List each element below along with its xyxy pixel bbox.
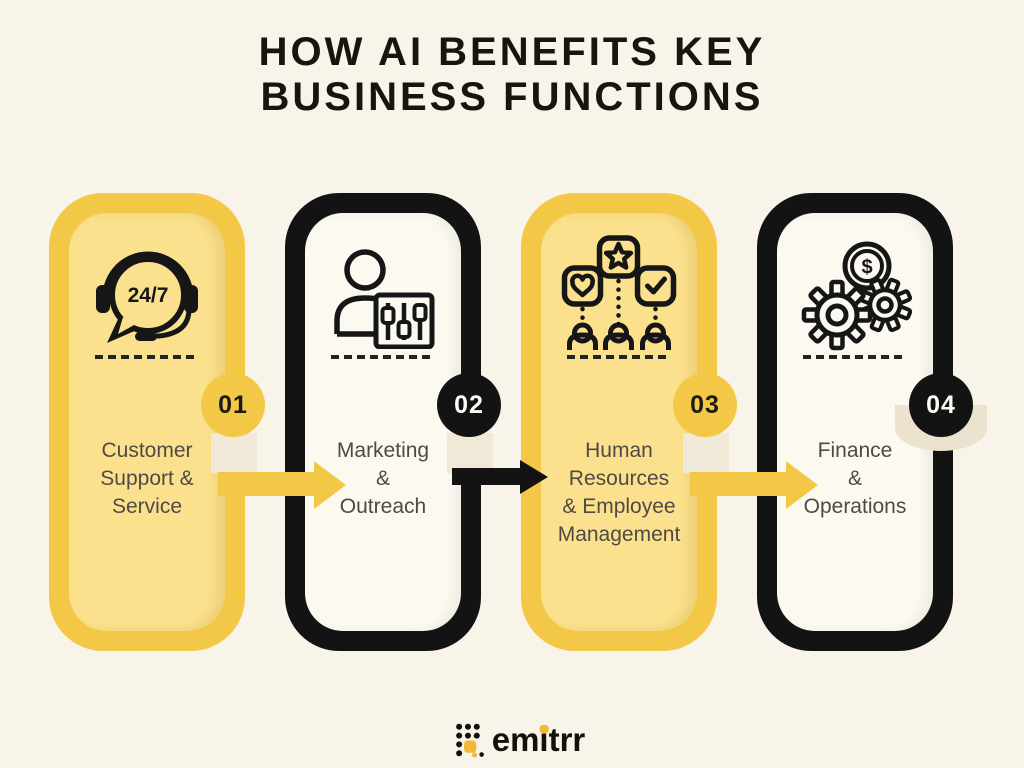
page-title: HOW AI BENEFITS KEY BUSINESS FUNCTIONS [0,30,1024,120]
dollar-sign-label: $ [861,257,872,279]
page-title-line-1: HOW AI BENEFITS KEY [258,30,766,74]
arrow-shape [452,460,548,494]
step-number-badge: 01 [201,373,265,437]
step-number-badge: 03 [673,373,737,437]
step-label: Marketing & Outreach [336,439,430,518]
step-card-inner: Human Resources & Employee Management [541,213,697,631]
logo-letter-i: i [539,721,549,758]
hr-people-ratings-icon [561,235,677,350]
headset-24-7-label: 24/7 [128,284,169,307]
arrow-shape [690,461,818,509]
emitrr-logo-text: emitrr [491,721,586,758]
emitrr-logo-mark [456,723,484,758]
step-card-inner: Marketing & Outreach [305,213,461,631]
step-card-customer-support: 24/7 Customer Support & Service 01 [49,193,265,651]
arrow-shape [218,461,346,509]
dashed-divider [567,355,671,359]
emitrr-logo: emitrr [455,721,586,758]
step-card-inner: 24/7 Customer Support & Service [69,213,225,631]
step-card-human-resources: Human Resources & Employee Management 03 [521,193,737,651]
connector-arrow-3-4 [690,458,818,510]
border-notch [447,433,493,473]
finance-coin-gears-icon: $ [795,239,915,354]
dashed-divider [331,355,435,359]
step-number-badge: 02 [437,373,501,437]
headset-24-7-icon: 24/7 [91,243,203,349]
connector-arrow-1-2 [218,458,346,510]
step-card-marketing: Marketing & Outreach 02 [285,193,501,651]
step-label: Human Resources & Employee Management [557,439,681,546]
marketing-audience-sliders-icon [328,245,438,349]
page-title-line-2: BUSINESS FUNCTIONS [260,75,764,120]
step-label: Finance & Operations [803,439,907,518]
connector-arrow-2-3 [452,458,548,498]
dashed-divider [803,355,907,359]
step-card-finance: $ [757,193,987,651]
step-label: Customer Support & Service [100,439,194,518]
step-number-badge: 04 [909,373,973,437]
border-notch [211,433,257,473]
dashed-divider [95,355,199,359]
border-notch [683,433,729,473]
